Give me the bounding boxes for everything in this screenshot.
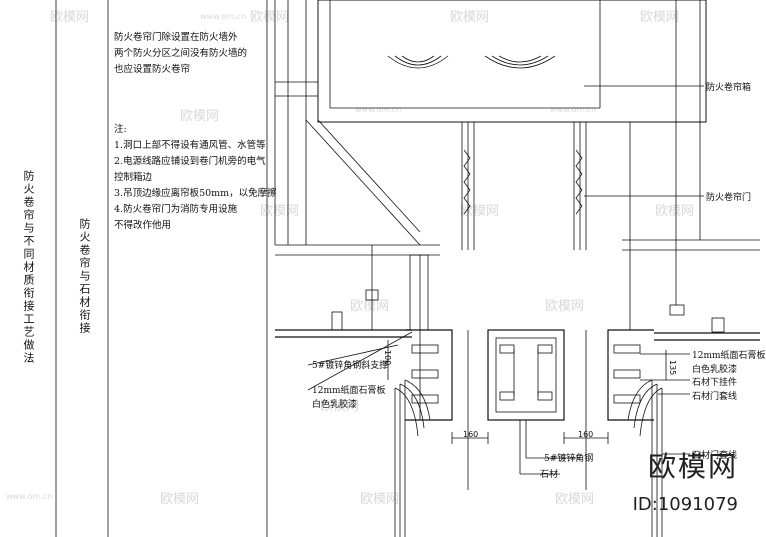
hanger-bracket — [711, 317, 725, 333]
watermark: 欧模网 — [350, 299, 390, 314]
watermark: 欧模网 — [260, 204, 300, 219]
dimension-left-vertical: 100 — [383, 350, 392, 366]
watermark: 欧模网 — [640, 10, 680, 25]
label-latex-left: 白色乳胶漆 — [312, 400, 358, 410]
stone-block-center — [487, 329, 565, 421]
label-stone: 石材 — [540, 470, 559, 480]
label-fire-shutter-box: 防火卷帘箱 — [706, 83, 752, 93]
label-latex-right: 白色乳胶漆 — [692, 365, 738, 375]
watermark: 欧模网 — [460, 204, 500, 219]
title-outer: 防火卷帘与不同材质衔接工艺做法 — [22, 170, 35, 365]
hanger-bracket — [669, 304, 685, 316]
title-inner: 防火卷帘与石材衔接 — [78, 218, 91, 335]
watermark: 欧模网 — [250, 10, 290, 25]
watermark: 欧模网 — [555, 492, 595, 507]
spring-arc — [387, 55, 449, 69]
watermark: 欧模网 — [320, 399, 360, 414]
label-stone-hanger: 石材下挂件 — [692, 378, 738, 388]
watermark: 欧模网 — [50, 10, 90, 25]
watermark: www.om.cn — [200, 12, 247, 21]
stone-trim-curve — [394, 379, 431, 437]
stone-hanger — [613, 394, 641, 404]
note-intro-line: 也应设置防火卷帘 — [114, 64, 191, 75]
label-gypsum-right: 12mm纸面石膏板 — [692, 351, 766, 361]
note-intro-line: 两个防火分区之间没有防火墙的 — [114, 48, 248, 59]
guide-rail-zigzag — [463, 149, 471, 215]
label-angle-steel: 5#镀锌角钢 — [544, 454, 594, 464]
stone-hanger — [537, 391, 553, 401]
label-stone-trim: 石材门套线 — [692, 451, 738, 461]
steel-brace-line — [305, 119, 421, 246]
stone-hanger — [537, 344, 553, 354]
dimension-right-gap: 160 — [578, 430, 594, 439]
stone-hanger — [411, 369, 439, 379]
watermark: 欧模网 — [360, 492, 400, 507]
watermark: www.om.cn — [550, 105, 597, 114]
steel-brace-line — [317, 119, 421, 233]
stone-hanger — [613, 344, 641, 354]
watermark: 欧模网 — [655, 204, 695, 219]
label-stone-trim: 石材门套线 — [692, 392, 738, 402]
label-gypsum-left: 12mm纸面石膏板 — [312, 386, 386, 396]
shutter-box — [317, 0, 707, 123]
stone-jamb-right — [607, 329, 654, 421]
note-item: 2.电源线路应铺设到卷门机旁的电气 — [114, 156, 266, 167]
hanger-bracket — [331, 311, 343, 331]
note-heading: 注: — [114, 124, 127, 135]
stone-hanger — [499, 344, 515, 354]
watermark: www.om.cn — [6, 492, 53, 501]
watermark: www.om.cn — [355, 105, 402, 114]
brand-logo: 欧模网 — [647, 450, 738, 483]
hanger-bracket — [365, 289, 379, 301]
watermark: 欧模网 — [545, 299, 585, 314]
stone-hanger — [499, 391, 515, 401]
label-fire-shutter-door: 防火卷帘门 — [706, 193, 752, 203]
note-intro-line: 防火卷帘门除设置在防火墙外 — [114, 32, 238, 43]
stone-hanger — [613, 369, 641, 379]
label-steel-brace: 5#镀锌角钢斜支撑 — [312, 361, 389, 371]
stone-trim-curve — [627, 379, 663, 437]
spring-arc — [484, 55, 556, 69]
watermark: 欧模网 — [180, 109, 220, 124]
stone-hanger — [411, 394, 439, 404]
note-item: 控制箱边 — [114, 172, 153, 183]
note-item: 3.吊顶边缘应离帘板50mm，以免摩擦 — [114, 188, 277, 199]
stone-block-inner — [495, 337, 557, 413]
dimension-right-vertical: 135 — [668, 360, 677, 376]
dimension-left-gap: 160 — [463, 430, 479, 439]
note-item: 4.防火卷帘门为消防专用设施 — [114, 204, 238, 215]
wall-frame — [409, 254, 429, 331]
note-item: 不得改作他用 — [114, 220, 172, 231]
watermark: 欧模网 — [160, 492, 200, 507]
stone-jamb-left — [405, 329, 453, 421]
stone-hanger — [411, 344, 439, 354]
leader-line — [307, 331, 413, 391]
watermark: 欧模网 — [450, 10, 490, 25]
guide-rail-zigzag — [575, 149, 583, 215]
note-item: 1.洞口上部不得设有通风管、水管等 — [114, 140, 266, 151]
brand-id: ID:1091079 — [632, 494, 738, 515]
